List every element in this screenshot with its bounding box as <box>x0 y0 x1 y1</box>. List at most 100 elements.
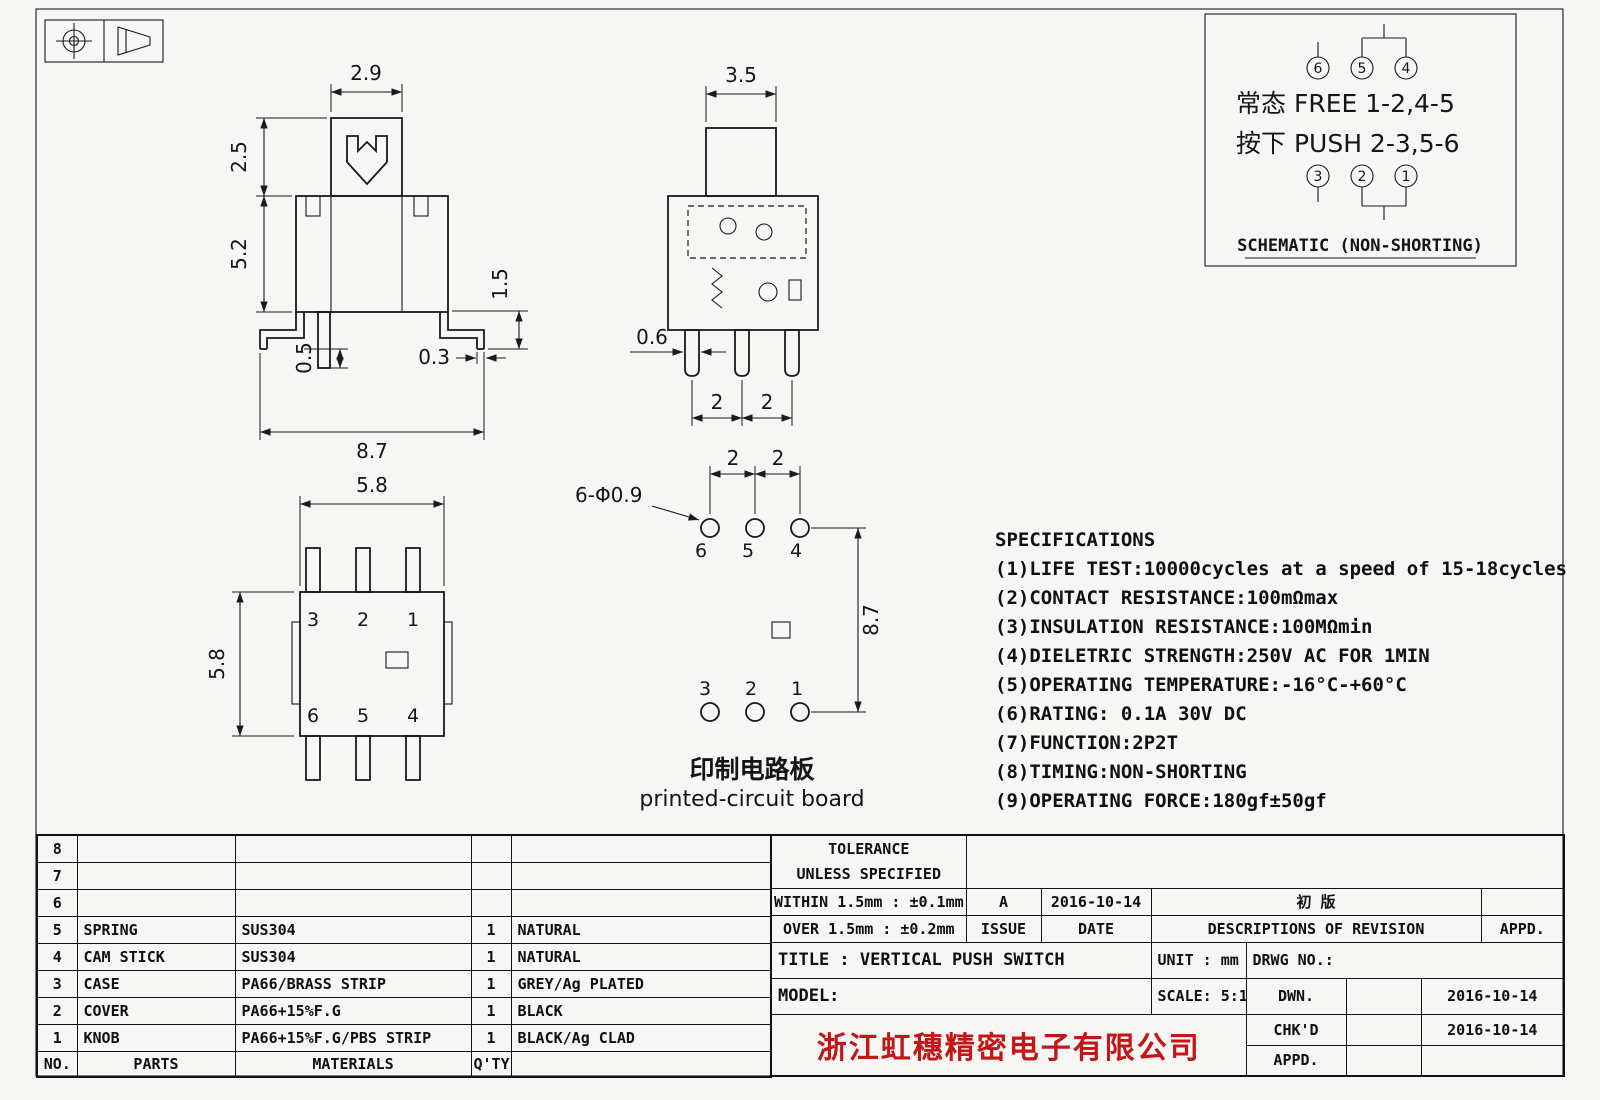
spec-item: (6)RATING: 0.1A 30V DC <box>995 703 1247 725</box>
tolerance-cell: TOLERANCE UNLESS SPECIFIED <box>770 834 967 889</box>
pin-label: 3 <box>699 678 711 700</box>
pin-label: 6 <box>695 540 707 562</box>
spec-item: (1)LIFE TEST:10000cycles at a speed of 1… <box>995 558 1567 580</box>
pin-label: 4 <box>407 705 419 727</box>
cell: 6 <box>36 888 78 917</box>
header-qty: Q'TY <box>470 1050 512 1078</box>
cell <box>470 888 512 917</box>
spec-item: (7)FUNCTION:2P2T <box>995 732 1179 754</box>
scale-label: SCALE: 5:1 <box>1150 977 1247 1015</box>
tolerance-within: WITHIN 1.5mm : ±0.1mm <box>770 887 967 916</box>
cell <box>76 861 236 890</box>
dim-pin-offset: 0.5 <box>292 342 316 374</box>
cell: 1 <box>470 969 512 998</box>
cell <box>510 834 772 863</box>
chkd-signature <box>1345 1013 1422 1046</box>
dim-pitch-2: 2 <box>761 390 774 414</box>
cell <box>510 888 772 917</box>
cell: BLACK/Ag CLAD <box>510 1023 772 1052</box>
terminal-label: 1 <box>1402 169 1411 185</box>
schematic-box: 6 5 4 3 2 1 常态 FREE 1-2,4-5 按下 PUSH 2-3,… <box>1204 13 1517 267</box>
terminal-label: 5 <box>1358 61 1367 77</box>
dim-top-width: 3.5 <box>725 63 757 87</box>
spec-item: (8)TIMING:NON-SHORTING <box>995 761 1247 783</box>
parts-table: 8 7 6 5 SPRING SUS304 1 NATURAL 4 CAM ST… <box>36 834 772 1078</box>
drawing-title: TITLE : VERTICAL PUSH SWITCH <box>770 941 1152 979</box>
cell <box>234 834 472 863</box>
descriptions-label: DESCRIPTIONS OF REVISION <box>1150 914 1482 943</box>
hole-note: 6-Φ0.9 <box>575 483 643 507</box>
pin-label: 2 <box>357 609 369 631</box>
table-row: 7 <box>36 861 772 890</box>
cell: 5 <box>36 915 78 944</box>
cell <box>76 834 236 863</box>
issue-date: 2016-10-14 <box>1040 887 1152 916</box>
cell: PA66+15%F.G/PBS STRIP <box>234 1023 472 1052</box>
cell: 1 <box>470 1023 512 1052</box>
model-label: MODEL: <box>770 977 1152 1015</box>
cell <box>76 888 236 917</box>
dwn-date: 2016-10-14 <box>1420 977 1565 1015</box>
drwg-no-label: DRWG NO.: <box>1245 941 1565 979</box>
header-finish <box>510 1050 772 1078</box>
terminal-label: 4 <box>1402 61 1411 77</box>
cell: 4 <box>36 942 78 971</box>
table-header-row: NO. PARTS MATERIALS Q'TY <box>36 1050 772 1078</box>
cell: SPRING <box>76 915 236 944</box>
cell: 1 <box>36 1023 78 1052</box>
cell: SUS304 <box>234 915 472 944</box>
pin-label: 1 <box>791 678 803 700</box>
revision-description: 初 版 <box>1150 887 1482 916</box>
tolerance-line1: TOLERANCE <box>828 839 910 858</box>
cam-stick-slot <box>346 135 388 186</box>
cell <box>470 834 512 863</box>
cell: CAM STICK <box>76 942 236 971</box>
pin <box>784 329 800 377</box>
dim-body-height: 5.2 <box>227 238 251 270</box>
dim-pin-width: 0.6 <box>636 325 668 349</box>
front-center-pin <box>317 311 331 369</box>
header-no: NO. <box>36 1050 78 1078</box>
issue-value: A <box>965 887 1042 916</box>
pin-label: 2 <box>745 678 757 700</box>
pin <box>684 329 700 377</box>
dim-knob-height: 2.5 <box>227 141 251 173</box>
spec-item: (2)CONTACT RESISTANCE:100mΩmax <box>995 587 1339 609</box>
revision-row: WITHIN 1.5mm : ±0.1mm A 2016-10-14 初 版 <box>770 887 1565 916</box>
dim-overall-width: 8.7 <box>356 439 388 463</box>
specifications-title: SPECIFICATIONS <box>995 529 1156 551</box>
chkd-label: CHK'D <box>1245 1013 1347 1046</box>
title-block: TOLERANCE UNLESS SPECIFIED WITHIN 1.5mm … <box>770 834 1566 1077</box>
dim-top-width: 2.9 <box>350 61 382 85</box>
dwn-signature <box>1345 977 1422 1015</box>
cell: PA66+15%F.G <box>234 996 472 1025</box>
spec-item: (5)OPERATING TEMPERATURE:-16°C-+60°C <box>995 674 1407 696</box>
appd-row-label: APPD. <box>1245 1044 1347 1077</box>
orientation-mark <box>771 621 791 639</box>
pin-label: 5 <box>357 705 369 727</box>
pcb-caption-en: printed-circuit board <box>639 787 864 812</box>
cell <box>234 888 472 917</box>
cell <box>1480 887 1565 916</box>
cell: COVER <box>76 996 236 1025</box>
appd-signature <box>1345 1044 1422 1077</box>
pin-label: 4 <box>790 540 802 562</box>
terminal-label: 6 <box>1314 61 1323 77</box>
table-row: 8 <box>36 834 772 863</box>
issue-label: ISSUE <box>965 914 1042 943</box>
free-state-text: 常态 FREE 1-2,4-5 <box>1236 89 1455 118</box>
cell: CASE <box>76 969 236 998</box>
terminal-label: 2 <box>1358 169 1367 185</box>
side-view: 3.5 0.6 2 2 <box>630 63 819 426</box>
tolerance-over: OVER 1.5mm : ±0.2mm <box>770 914 967 943</box>
cone-icon <box>117 26 151 56</box>
cell: 8 <box>36 834 78 863</box>
cell: NATURAL <box>510 915 772 944</box>
table-row: 6 <box>36 888 772 917</box>
chkd-date: 2016-10-14 <box>1420 1013 1565 1046</box>
pin-label: 6 <box>307 705 319 727</box>
cell <box>234 861 472 890</box>
dim-pitch-2: 2 <box>772 446 785 470</box>
terminal-label: 3 <box>1314 169 1323 185</box>
